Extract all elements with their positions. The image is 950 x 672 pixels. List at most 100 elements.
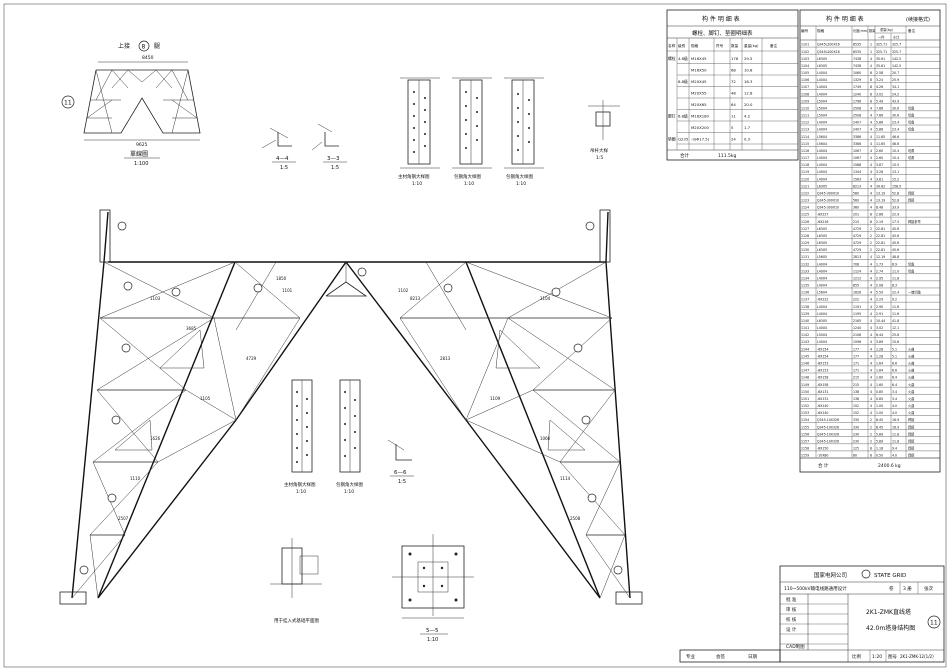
member-cell: Q345-10X326 xyxy=(817,425,839,429)
main-dim-9: 2508 xyxy=(570,516,581,521)
member-cell: Q345-10X326 xyxy=(817,418,839,422)
member-cell: 5.86 xyxy=(876,121,883,125)
member-cell: 8.45 xyxy=(876,425,883,429)
member-cell: 16.9 xyxy=(892,418,899,422)
member-cell: L40X4 xyxy=(817,156,827,160)
member-cell: 1148 xyxy=(801,376,809,380)
member-cell: 0.85 xyxy=(876,397,883,401)
member-cell: 12.19 xyxy=(876,255,885,259)
member-cell: 切角 xyxy=(908,155,914,160)
member-total-label: 合 计 xyxy=(818,462,829,469)
member-mark-4: 1104 xyxy=(540,296,551,301)
member-cell: 201 xyxy=(853,213,859,217)
member-cell: 22.81 xyxy=(876,234,885,238)
member-cell: 6.9 xyxy=(892,262,897,266)
member-cell: L40X4 xyxy=(817,340,827,344)
upper-title: 單線圖 xyxy=(130,150,148,158)
member-cell: 2 xyxy=(870,227,872,231)
member-cell: 1118 xyxy=(801,163,809,167)
member-cell: 1124 xyxy=(853,269,861,273)
member-cell: 1588 xyxy=(853,163,861,167)
member-cell: 切角 xyxy=(908,261,914,266)
member-cell: L40X4 xyxy=(817,163,827,167)
member-cell: 1104 xyxy=(801,64,809,68)
member-cell: 焊接 xyxy=(908,417,915,422)
member-cell: 10.4 xyxy=(892,156,899,160)
member-cell: 1626 xyxy=(853,291,861,295)
member-cell: 4.0 xyxy=(892,404,897,408)
member-cell: 22.81 xyxy=(876,248,885,252)
member-cell: 2.08 xyxy=(876,284,883,288)
member-cell: 焊接折弯 xyxy=(908,219,921,224)
member-cell: 5.1 xyxy=(892,354,897,358)
member-cell: 3.87 xyxy=(876,163,883,167)
member-cell: 1143 xyxy=(801,340,809,344)
upper-scale: 1:100 xyxy=(134,161,148,167)
member-cell: L40X4 xyxy=(817,326,827,330)
member-cell: 1329 xyxy=(853,78,861,82)
bolt-cell: 68 xyxy=(731,68,736,73)
member-cell: 4 xyxy=(870,376,872,380)
detail-label-1: 主材角钢大样图 xyxy=(398,173,430,180)
member-cell: 11.8 xyxy=(892,439,899,443)
bolt-cell: 1.7 xyxy=(744,125,751,130)
member-cell: 13.19 xyxy=(876,191,885,195)
member-cell: 11.6 xyxy=(892,305,899,309)
bolt-cell: M16X50 xyxy=(691,68,707,73)
member-cell: 5.59 xyxy=(876,291,883,295)
member-cell: 3.89 xyxy=(876,340,883,344)
member-cell: 22.9 xyxy=(892,213,899,217)
upper-side-bubble xyxy=(61,95,75,109)
member-cell: L40X4 xyxy=(817,121,827,125)
member-cell: 45.6 xyxy=(892,241,899,245)
member-cell: -6X158 xyxy=(817,383,828,387)
upper-caption-suffix: 腿 xyxy=(154,43,160,50)
bolt-cell: 48 xyxy=(731,91,736,96)
member-cell: 4.0 xyxy=(892,411,897,415)
member-cell: 1.28 xyxy=(876,354,883,358)
member-cell: 焊接 xyxy=(908,453,915,458)
bolt-cell: 10.8 xyxy=(744,68,753,73)
member-cell: L40X4 xyxy=(817,269,827,273)
member-cell: 215 xyxy=(853,220,859,224)
detail-label-5: 包钢角大样图 xyxy=(336,481,363,488)
bolt-cell: 11 xyxy=(731,114,736,119)
member-cell: 1 xyxy=(870,50,872,54)
member-cell: 7.66 xyxy=(876,106,883,110)
main-dim-7: 1060 xyxy=(540,436,551,441)
member-cell: 3.4 xyxy=(892,397,897,401)
member-cell: 4 xyxy=(870,106,872,110)
member-col-header: 编号 xyxy=(801,28,809,33)
member-cell: 0.50 xyxy=(876,454,883,458)
member-cell: 34.1 xyxy=(892,85,899,89)
member-cell: 3.81 xyxy=(876,177,883,181)
member-cell: 1.00 xyxy=(876,404,883,408)
member-cell: 1144 xyxy=(801,347,809,351)
member-cell: 一端切角 xyxy=(908,290,921,295)
member-cell: 5.49 xyxy=(876,99,883,103)
member-cell: 1.73 xyxy=(876,262,883,266)
member-cell: 1132 xyxy=(801,262,809,266)
detail-label-4-scale: 1:10 xyxy=(296,489,306,495)
footer-2: 会签 xyxy=(716,653,725,660)
main-tower-elevation: 1850 3685 8213 4729 2813 1626 1060 2507 … xyxy=(59,209,643,605)
member-cell: 1136 xyxy=(801,291,809,295)
member-cell: 1117 xyxy=(801,156,809,160)
member-cell: 8213 xyxy=(853,184,861,188)
member-cell: 5.1 xyxy=(892,347,897,351)
member-cell: 火曲 xyxy=(908,375,914,380)
member-cell: 4 xyxy=(870,404,872,408)
bolt-cell: 64 xyxy=(731,102,736,107)
member-cell: 1.64 xyxy=(876,361,883,365)
member-cell: 6535 xyxy=(853,50,861,54)
footer-3: 日期 xyxy=(748,654,757,660)
member-cell: L40X4 xyxy=(817,149,827,153)
member-cell: 4729 xyxy=(853,248,861,252)
member-cell: 5.89 xyxy=(876,432,883,436)
member-cell: L63X5 xyxy=(817,184,827,188)
member-cell: 火曲 xyxy=(908,353,914,358)
member-cell: 3.02 xyxy=(876,326,883,330)
member-cell: 8.48 xyxy=(876,206,883,210)
member-cell: 焊接 xyxy=(908,424,915,429)
member-cell: 1114 xyxy=(801,135,809,139)
